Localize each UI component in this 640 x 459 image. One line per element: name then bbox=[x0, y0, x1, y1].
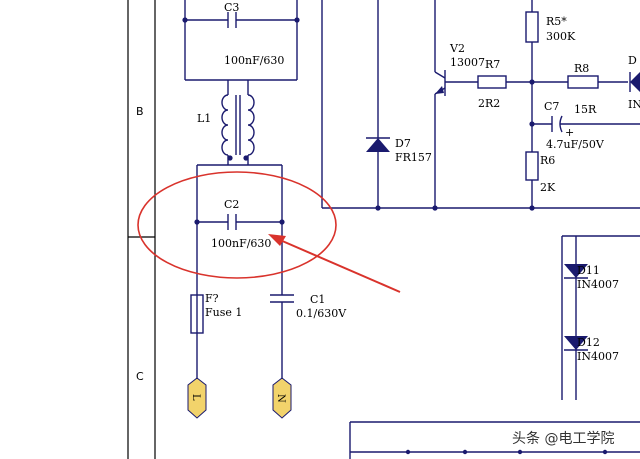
junction-dot bbox=[243, 155, 249, 161]
d12-triangle bbox=[564, 336, 588, 350]
junction-dot bbox=[529, 79, 535, 85]
zone-label-c: C bbox=[136, 370, 144, 383]
r8-value: 15R bbox=[574, 103, 597, 116]
d11-triangle bbox=[564, 264, 588, 278]
junction-dot bbox=[182, 17, 188, 23]
watermark: 头条 @电工学院 bbox=[512, 431, 615, 447]
v2-collector-leg bbox=[434, 71, 446, 79]
d-right-ref: D bbox=[628, 54, 637, 67]
v2-ref: V2 bbox=[449, 42, 465, 55]
c3-value: 100nF/630 bbox=[224, 54, 284, 67]
l1-coil-left bbox=[221, 94, 229, 156]
d7-value: FR157 bbox=[395, 151, 432, 164]
c3-ref: C3 bbox=[224, 1, 239, 14]
d-right-value: IN bbox=[628, 98, 640, 111]
c2-value: 100nF/630 bbox=[211, 237, 271, 250]
d-right-triangle bbox=[630, 72, 640, 92]
junction-dot bbox=[294, 17, 300, 23]
junction-dot bbox=[529, 121, 535, 127]
d12-ref: D12 bbox=[577, 336, 600, 349]
annotation-arrow-shaft bbox=[279, 239, 401, 293]
c7-value: 4.7uF/50V bbox=[546, 138, 605, 151]
junction-dot bbox=[432, 205, 438, 211]
r6-value: 2K bbox=[540, 181, 556, 194]
v2-emitter-arrow bbox=[435, 86, 444, 94]
junction-dot bbox=[405, 449, 411, 455]
connector-l-label: L bbox=[190, 394, 201, 401]
junction-dot bbox=[279, 219, 285, 225]
r7-value: 2R2 bbox=[478, 97, 500, 110]
d11-ref: D11 bbox=[577, 264, 600, 277]
f7-value: Fuse 1 bbox=[205, 306, 242, 319]
r7-body bbox=[477, 75, 507, 89]
f7-ref: F? bbox=[205, 292, 219, 305]
highlight-ellipse bbox=[137, 171, 337, 279]
d12-value: IN4007 bbox=[577, 350, 619, 363]
v2-value: 13007 bbox=[450, 56, 485, 69]
d7-triangle bbox=[366, 138, 390, 152]
connector-n bbox=[272, 377, 292, 419]
c7-polarity: + bbox=[565, 126, 574, 139]
r7-ref: R7 bbox=[485, 58, 500, 71]
junction-dot bbox=[602, 449, 608, 455]
connector-l bbox=[187, 377, 207, 419]
junction-dot bbox=[227, 155, 233, 161]
connector-n-label: N bbox=[275, 394, 286, 403]
junction-dot bbox=[529, 205, 535, 211]
annotation-arrow-head bbox=[268, 234, 286, 246]
r6-ref: R6 bbox=[540, 154, 555, 167]
junction-dot bbox=[375, 205, 381, 211]
r8-ref: R8 bbox=[574, 62, 589, 75]
c7-ref: C7 bbox=[544, 100, 559, 113]
r5-value: 300K bbox=[546, 30, 576, 43]
r6-body bbox=[525, 151, 539, 181]
l1-ref: L1 bbox=[197, 112, 211, 125]
junction-dot bbox=[194, 219, 200, 225]
c2-ref: C2 bbox=[224, 198, 239, 211]
d11-value: IN4007 bbox=[577, 278, 619, 291]
r5-body bbox=[525, 11, 539, 43]
l1-coil-right bbox=[247, 94, 255, 156]
junction-dot bbox=[517, 449, 523, 455]
junction-dot bbox=[462, 449, 468, 455]
c1-value: 0.1/630V bbox=[296, 307, 347, 320]
c1-ref: C1 bbox=[310, 293, 325, 306]
d7-ref: D7 bbox=[395, 137, 411, 150]
r5-ref: R5* bbox=[546, 15, 567, 28]
r8-body bbox=[567, 75, 599, 89]
zone-label-b: B bbox=[136, 105, 144, 118]
